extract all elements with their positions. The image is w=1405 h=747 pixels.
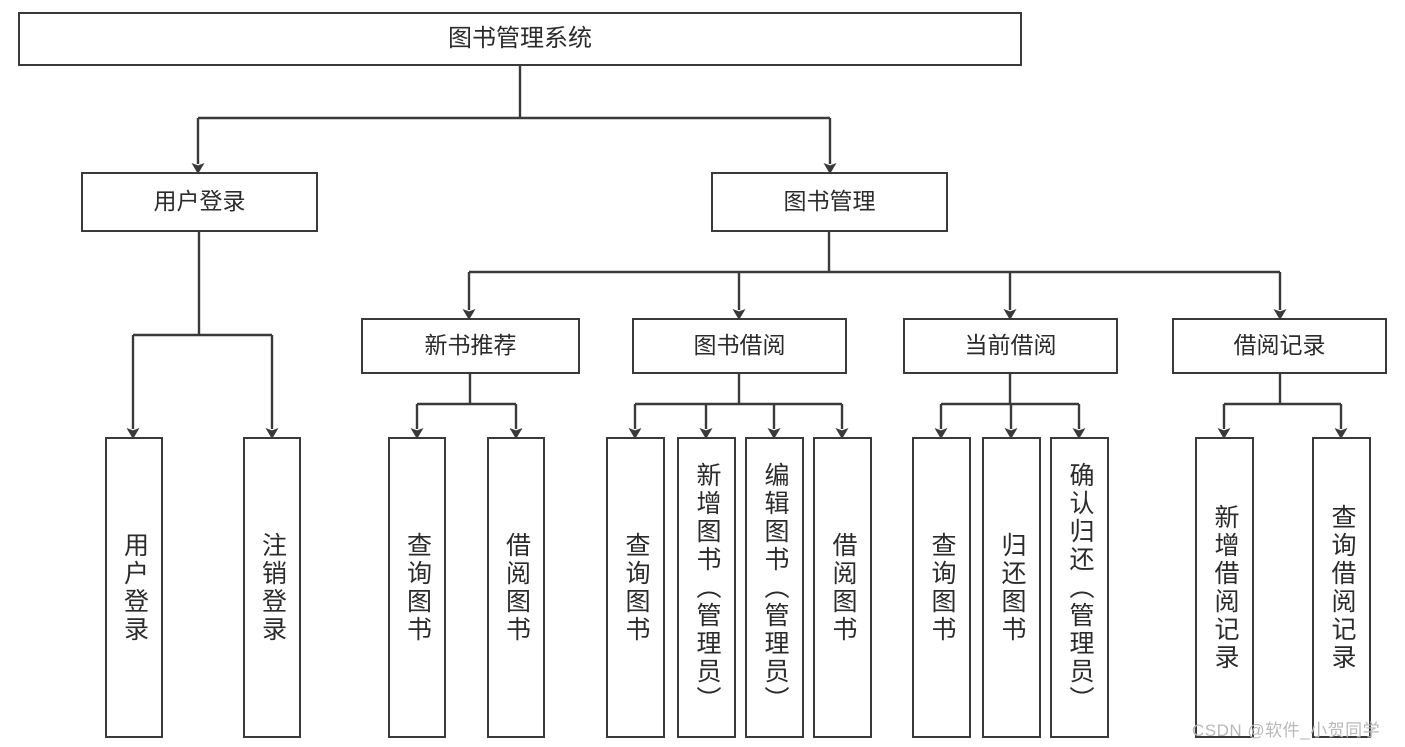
node-label: 查询图书 [403,531,432,644]
node-label: 归还图书 [998,531,1026,644]
node-leaf-query-book-1[interactable]: 查询图书 [388,437,446,738]
node-new-book-recommend[interactable]: 新书推荐 [361,318,580,374]
node-leaf-query-record[interactable]: 查询借阅记录 [1312,437,1371,738]
node-leaf-query-book-3[interactable]: 查询图书 [912,437,971,738]
node-label: 图书管理系统 [448,24,592,52]
node-label: 新书推荐 [424,332,517,359]
node-label: 新增图书（管理员） [693,461,721,714]
node-leaf-logout[interactable]: 注销登录 [243,437,301,738]
node-label: 查询图书 [928,531,956,644]
node-label: 借阅图书 [829,531,857,644]
node-label: 当前借阅 [964,332,1057,359]
node-label: 新增借阅记录 [1211,503,1239,672]
node-leaf-query-book-2[interactable]: 查询图书 [606,437,665,738]
node-label: 编辑图书（管理员） [761,461,789,714]
node-book-manage[interactable]: 图书管理 [711,172,948,232]
node-leaf-user-login[interactable]: 用户登录 [105,437,163,738]
node-leaf-borrow-book-2[interactable]: 借阅图书 [813,437,872,738]
node-leaf-edit-book[interactable]: 编辑图书（管理员） [745,437,804,738]
node-user-login[interactable]: 用户登录 [81,172,318,232]
node-label: 注销登录 [258,531,287,644]
node-current-borrow[interactable]: 当前借阅 [903,318,1118,374]
node-book-borrow[interactable]: 图书借阅 [632,318,847,374]
node-leaf-confirm-return[interactable]: 确认归还（管理员） [1050,437,1109,738]
node-label: 图书管理 [783,188,876,215]
node-label: 借阅图书 [502,531,531,644]
node-label: 用户登录 [120,531,149,644]
node-label: 确认归还（管理员） [1066,461,1094,714]
node-label: 借阅记录 [1233,332,1326,359]
node-leaf-add-record[interactable]: 新增借阅记录 [1195,437,1254,738]
node-leaf-add-book[interactable]: 新增图书（管理员） [677,437,736,738]
node-label: 图书借阅 [693,332,786,359]
node-borrow-record[interactable]: 借阅记录 [1172,318,1387,374]
node-label: 查询借阅记录 [1328,503,1356,672]
node-root-system[interactable]: 图书管理系统 [18,12,1022,66]
node-label: 用户登录 [153,188,246,215]
node-leaf-return-book[interactable]: 归还图书 [982,437,1041,738]
node-label: 查询图书 [622,531,650,644]
node-leaf-borrow-book-1[interactable]: 借阅图书 [487,437,545,738]
